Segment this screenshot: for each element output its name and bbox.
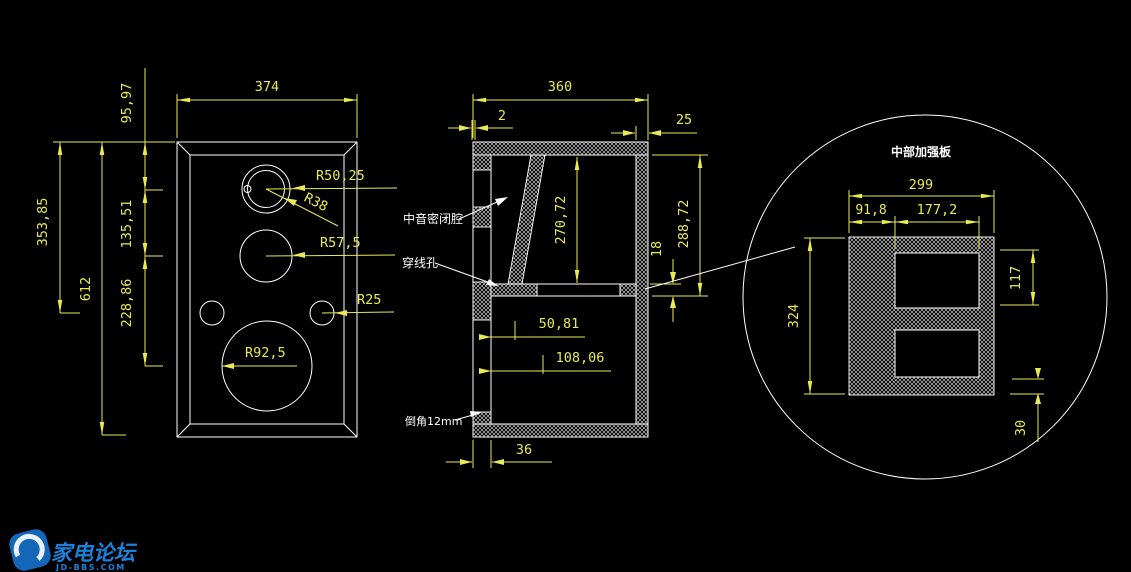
section-view: 360 2 25 270,72 288,72 18 50,81 108,06 bbox=[402, 79, 796, 468]
dim-upper-outer-height: 288,72 bbox=[676, 200, 692, 249]
tweeter-notch bbox=[243, 185, 252, 193]
dim-front-width: 374 bbox=[255, 79, 279, 95]
dim-tweeter-to-mid: 135,51 bbox=[119, 200, 135, 249]
wire-hole-rect bbox=[536, 283, 621, 297]
plate-lower-hole bbox=[894, 329, 980, 378]
r-port: R25 bbox=[357, 292, 381, 308]
logo-swirl-icon bbox=[13, 533, 45, 561]
bottom-wall bbox=[472, 423, 649, 438]
detail-title: 中部加强板 bbox=[891, 144, 952, 159]
baffle-seg-3 bbox=[472, 281, 492, 321]
dim-top-to-tweeter: 95,97 bbox=[119, 83, 135, 124]
port-left-circle bbox=[199, 300, 225, 326]
dim-upper-cavity-height: 270,72 bbox=[553, 196, 569, 245]
label-chamfer: 倒角12mm bbox=[405, 415, 462, 428]
baffle-seg-2 bbox=[472, 206, 492, 228]
top-wall bbox=[472, 141, 649, 156]
detail-leader-line bbox=[644, 246, 796, 290]
dim-plate-height: 324 bbox=[786, 304, 802, 328]
front-bevel-lines bbox=[176, 141, 358, 438]
front-outer-outline bbox=[176, 141, 358, 438]
watermark-brand: 家电论坛 bbox=[51, 541, 138, 565]
dim-shelf-thickness: 18 bbox=[649, 241, 665, 257]
front-view: 374 95,97 135,51 228,86 353,85 612 R50,2… bbox=[35, 68, 398, 438]
shelf-right bbox=[619, 283, 637, 297]
dim-mid-to-woofer: 228,86 bbox=[119, 279, 135, 328]
back-wall bbox=[635, 154, 649, 425]
dim-hole-offset-2: 108,06 bbox=[556, 350, 605, 366]
label-wire-hole: 穿线孔 bbox=[402, 255, 438, 270]
dim-plate-left-width: 91,8 bbox=[855, 203, 886, 218]
watermark-site: JD-BBS.COM bbox=[55, 563, 126, 572]
dim-top-to-ports: 353,85 bbox=[35, 198, 51, 247]
detail-view: 中部加强板 299 91,8 177,2 324 117 30 bbox=[742, 114, 1108, 480]
front-inner-outline bbox=[189, 154, 345, 425]
r-tweeter: R38 bbox=[301, 190, 330, 215]
dim-plate-hole-height: 117 bbox=[1008, 266, 1024, 290]
logo-swirl-center bbox=[26, 544, 36, 554]
dim-front-recess: 2 bbox=[498, 108, 506, 124]
dim-hole-offset-1: 50,81 bbox=[539, 316, 580, 332]
watermark-logo: 家电论坛 JD-BBS.COM bbox=[9, 529, 138, 572]
plate-upper-hole bbox=[894, 252, 980, 309]
dim-plate-bottom-margin: 30 bbox=[1013, 420, 1029, 436]
label-mid-chamber: 中音密闭腔 bbox=[403, 211, 463, 226]
baffle-seg-1 bbox=[472, 154, 492, 171]
dim-section-width: 360 bbox=[548, 79, 572, 95]
dim-plate-width: 299 bbox=[909, 177, 933, 193]
shelf-left bbox=[490, 283, 538, 297]
r-tweeter-cutout: R50,25 bbox=[316, 168, 365, 184]
dim-front-height: 612 bbox=[78, 277, 94, 301]
dim-baffle-thickness: 36 bbox=[516, 442, 532, 458]
r-woofer: R92,5 bbox=[245, 345, 286, 361]
dim-back-thickness: 25 bbox=[676, 112, 692, 128]
detail-bubble-circle bbox=[742, 114, 1108, 480]
dim-plate-hole-width: 177,2 bbox=[917, 202, 958, 218]
r-mid: R57,5 bbox=[320, 235, 361, 251]
diagonal-brace bbox=[507, 154, 546, 285]
